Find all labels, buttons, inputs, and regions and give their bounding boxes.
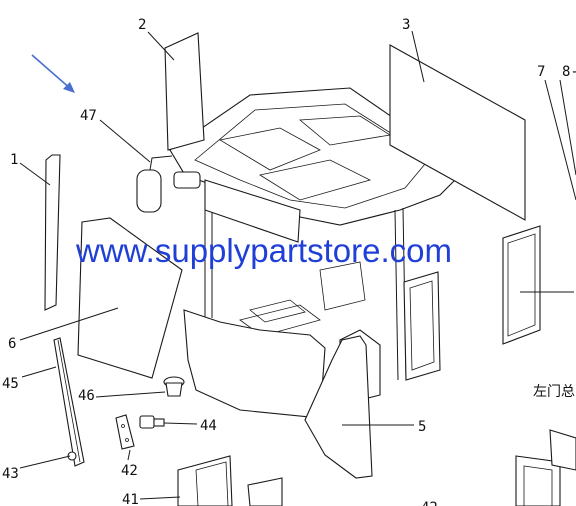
- part-8-edge-frame: [559, 79, 576, 176]
- part-42-bracket: [115, 414, 135, 450]
- callout-41: 41: [122, 492, 139, 506]
- part-44-bolt: [139, 415, 165, 429]
- side-note-text: 左门总: [533, 384, 575, 400]
- part-46-cup-fitting: [163, 376, 185, 397]
- part-6-side-glass: [77, 217, 183, 379]
- part-7-side-window: [502, 225, 541, 345]
- part-41-frame-glass: [177, 455, 283, 506]
- watermark-text: www.supplypartstore.com: [75, 232, 452, 269]
- callout-43: 43: [2, 466, 19, 482]
- pointer-arrow-icon: [31, 54, 75, 93]
- part-5-door-glass: [304, 335, 373, 479]
- part-2-rear-glass: [164, 32, 205, 151]
- part-47-mirror: [136, 155, 201, 213]
- part-3-roof-glass: [389, 44, 526, 221]
- callout-47: 47: [80, 108, 97, 124]
- callout-5: 5: [418, 419, 426, 435]
- callout-46: 46: [78, 388, 95, 404]
- callout-3: 3: [402, 17, 410, 33]
- callout-8: 8-: [562, 64, 576, 80]
- callout-45: 45: [2, 376, 19, 392]
- leader-lines: [19, 30, 576, 500]
- callout-6: 6: [8, 336, 16, 352]
- callout-7: 7: [537, 64, 545, 80]
- callout-42: 42: [121, 463, 138, 479]
- front-lower-cowl: [183, 309, 326, 419]
- part-43-45-wiper: [53, 337, 85, 467]
- door-frame-bottom-right: [515, 429, 576, 506]
- callout-44: 44: [200, 418, 217, 434]
- part-1-strip-glass: [44, 154, 61, 311]
- callout-last: 42: [421, 500, 438, 506]
- callout-1: 1: [10, 152, 18, 168]
- callout-2: 2: [138, 17, 146, 33]
- front-top-panel: [204, 179, 301, 243]
